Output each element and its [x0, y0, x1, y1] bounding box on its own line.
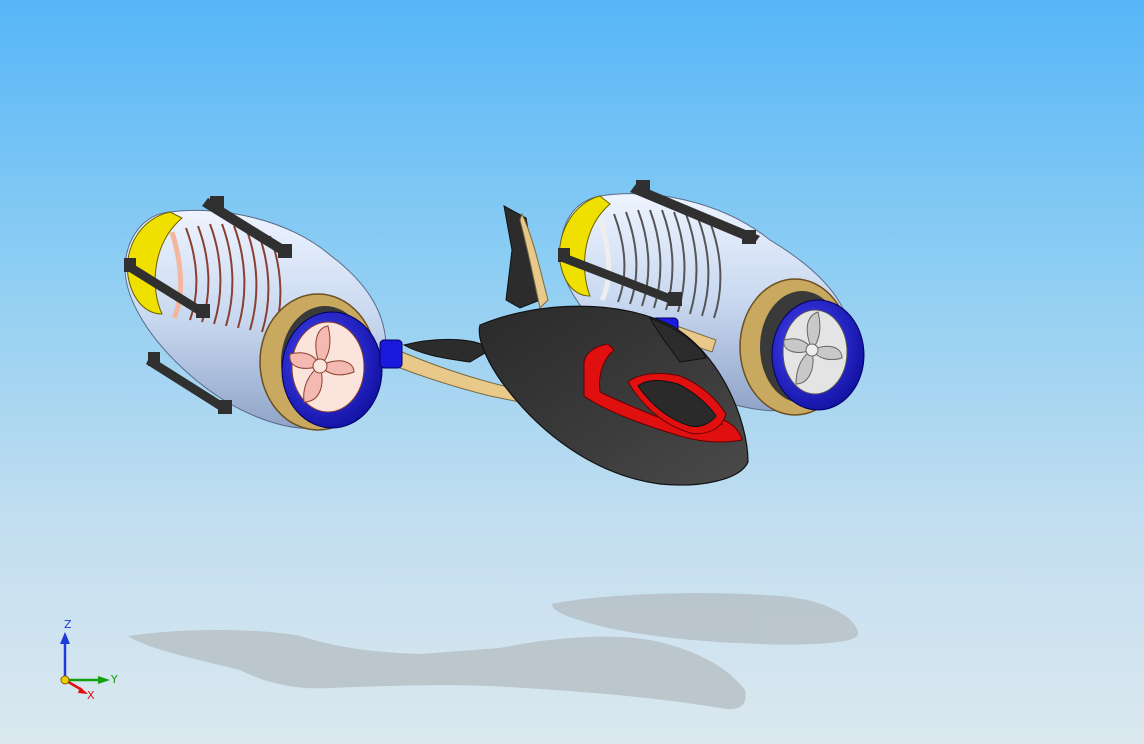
x-axis-label: X — [87, 689, 95, 702]
z-axis-label: Z — [64, 618, 72, 631]
left-coil — [169, 223, 282, 335]
x-arrow-icon — [78, 687, 88, 694]
z-arrow-icon — [60, 632, 70, 644]
right-fan — [783, 311, 843, 385]
y-arrow-icon — [98, 676, 110, 684]
tail-fin[interactable] — [503, 205, 549, 310]
left-engine-cap — [126, 211, 183, 315]
left-engine[interactable] — [124, 196, 387, 431]
ground-shadow — [128, 593, 858, 710]
fuselage[interactable] — [402, 305, 749, 486]
canopy[interactable] — [583, 343, 743, 443]
right-engine-cap — [558, 195, 611, 297]
left-fan — [289, 325, 355, 403]
right-clamp — [558, 180, 760, 306]
right-engine[interactable] — [558, 180, 865, 416]
y-axis-label: Y — [110, 673, 118, 686]
triad-origin — [60, 675, 70, 685]
left-clamp — [124, 196, 292, 414]
